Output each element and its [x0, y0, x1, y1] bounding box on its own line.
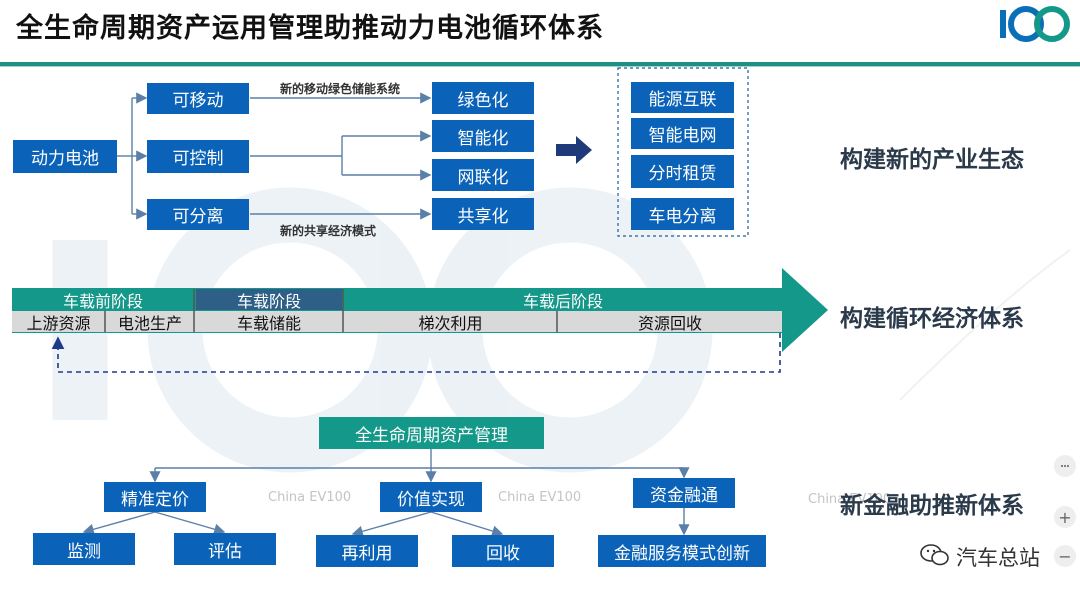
wechat-icon: [920, 543, 950, 572]
watermark-text: China EV100: [268, 490, 352, 505]
result-smart-grid: 智能电网: [631, 118, 734, 149]
attribute-separable: 可分离: [147, 199, 249, 230]
result-time-rental: 分时租赁: [631, 155, 734, 188]
heading-industry-ecology: 构建新的产业生态: [840, 147, 1024, 173]
zoom-out-button[interactable]: −: [1054, 545, 1076, 567]
stage-pre-vehicle: 车载前阶段: [62, 291, 143, 311]
outcome-shared: 共享化: [432, 198, 534, 230]
outcome-smart: 智能化: [432, 120, 534, 152]
attribute-controllable: 可控制: [147, 140, 249, 173]
attribute-movable: 可移动: [147, 83, 249, 114]
outcome-green: 绿色化: [432, 82, 534, 114]
header-divider-light: [0, 66, 1080, 67]
branch-value-realization: 价值实现: [380, 482, 482, 512]
footer-watermark: 汽车总站: [920, 542, 1040, 572]
note-mobile-storage: 新的移动绿色储能系统: [280, 82, 401, 96]
branch-precise-pricing: 精准定价: [104, 482, 206, 512]
stage-post-vehicle: 车载后阶段: [522, 291, 603, 311]
power-battery-node: 动力电池: [13, 140, 117, 173]
page-title: 全生命周期资产运用管理助推动力电池循环体系: [16, 13, 604, 44]
substage-onboard-storage: 车载储能: [236, 313, 301, 333]
watermark-text: China EV100: [808, 492, 892, 507]
substage-cascade-utilization: 梯次利用: [418, 313, 483, 333]
stage-on-vehicle: 车载阶段: [236, 291, 301, 311]
substage-resource-recycling: 资源回收: [637, 313, 702, 333]
leaf-assessment: 评估: [174, 533, 276, 565]
logo-icon: [1000, 6, 1070, 42]
leaf-reuse: 再利用: [316, 535, 418, 567]
watermark-text: China EV100: [498, 490, 582, 505]
note-sharing-economy: 新的共享经济模式: [280, 224, 377, 238]
zoom-in-button[interactable]: +: [1054, 506, 1076, 528]
heading-circular-economy: 构建循环经济体系: [840, 306, 1024, 332]
result-energy-internet: 能源互联: [631, 82, 734, 113]
leaf-financial-innovation: 金融服务模式创新: [598, 535, 766, 567]
result-battery-separation: 车电分离: [631, 198, 734, 230]
root-lifecycle-asset-management: 全生命周期资产管理: [319, 417, 544, 449]
leaf-monitoring: 监测: [33, 533, 135, 565]
header-divider: [0, 62, 1080, 66]
heading-new-finance: 新金融助推新体系: [840, 493, 1024, 519]
footer-account-name: 汽车总站: [956, 546, 1040, 570]
zoom-reset-icon[interactable]: [1054, 455, 1076, 477]
branch-financing: 资金融通: [633, 478, 735, 508]
leaf-recycling: 回收: [452, 535, 554, 567]
outcome-networked: 网联化: [432, 159, 534, 191]
substage-upstream-resources: 上游资源: [26, 313, 91, 333]
substage-battery-production: 电池生产: [117, 313, 182, 333]
